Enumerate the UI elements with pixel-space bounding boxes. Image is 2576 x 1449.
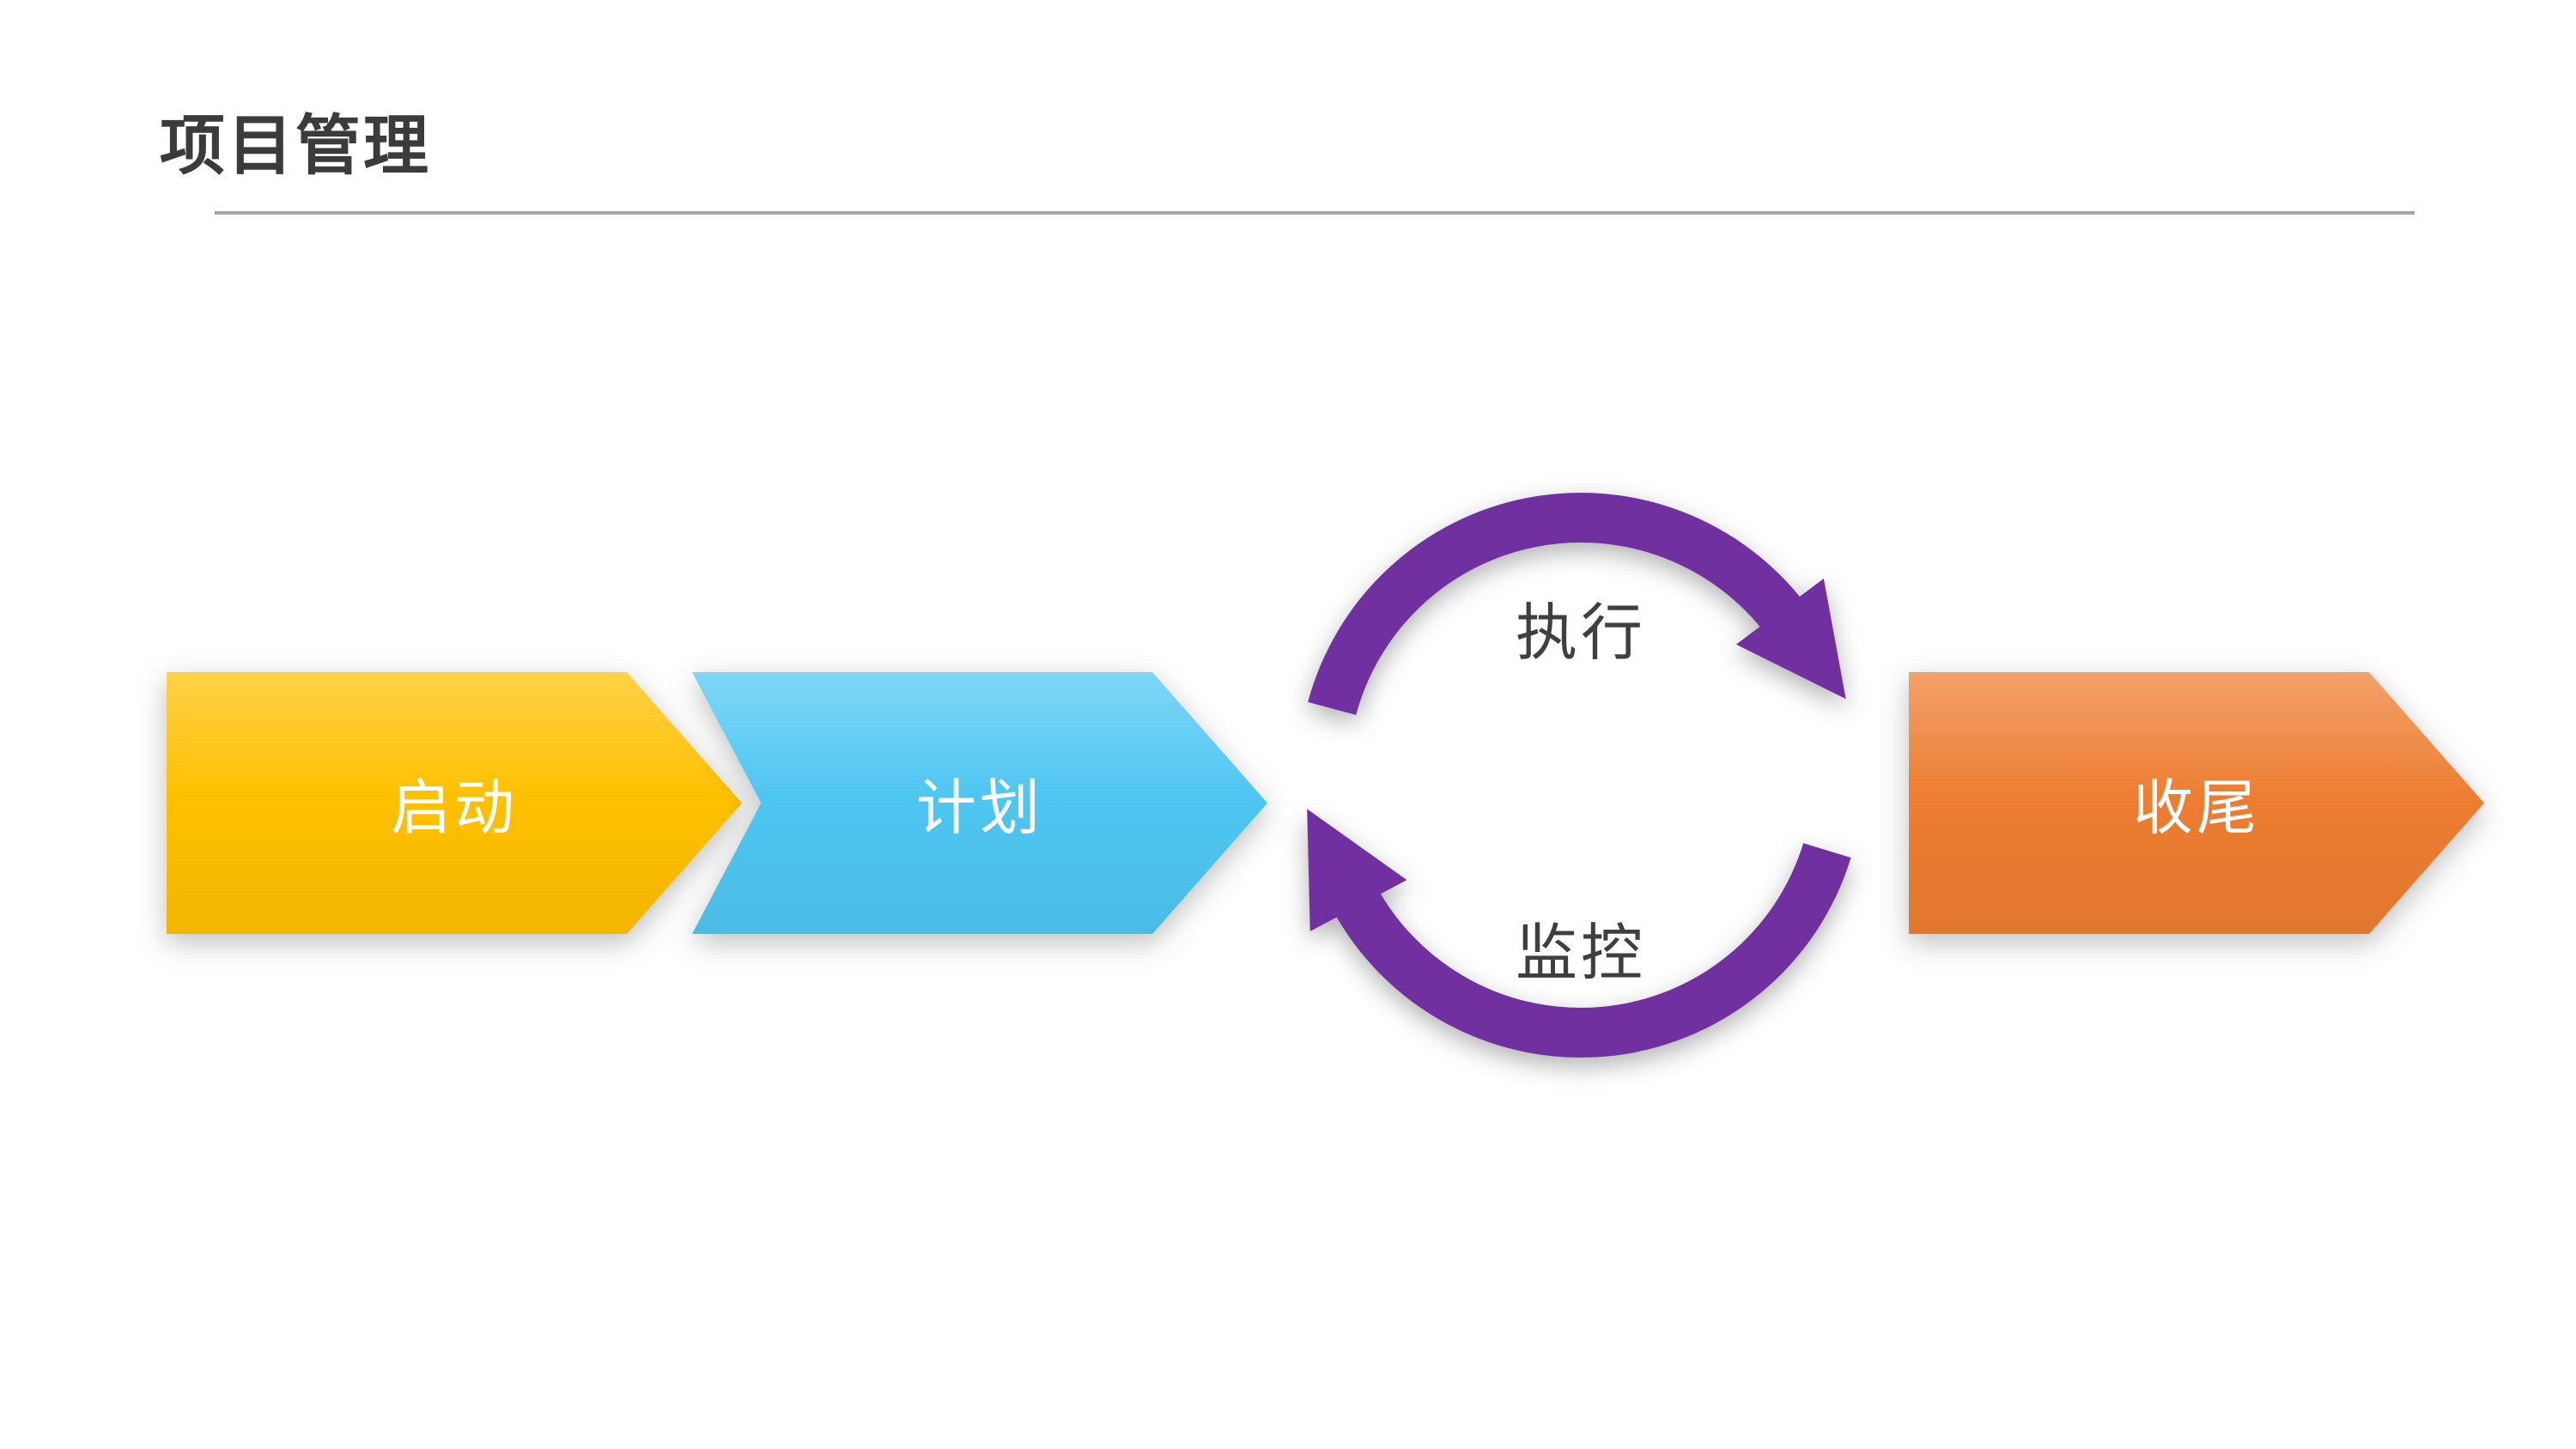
cycle-top-arrow [1308, 493, 1846, 715]
cycle-label-execute: 执行 [1515, 599, 1646, 668]
cycle-arrows-graphic [1307, 493, 1851, 1058]
chevron-step-plan: 计划 [692, 672, 1267, 934]
title-divider [215, 211, 2415, 215]
cycle-label-monitor: 监控 [1515, 919, 1646, 988]
step-label-initiate: 启动 [391, 774, 518, 841]
cycle-bottom-arrow [1307, 809, 1851, 1058]
chevron-shape-initiate: 启动 [167, 672, 742, 934]
step-label-plan: 计划 [916, 774, 1043, 841]
chevron-shape-plan: 计划 [692, 672, 1267, 934]
chevron-step-initiate: 启动 [167, 672, 742, 934]
chevron-shape-close: 收尾 [1909, 672, 2484, 934]
slide-title: 项目管理 [160, 110, 431, 183]
chevron-step-close: 收尾 [1909, 672, 2484, 934]
cycle-diagram: 执行 监控 [1255, 449, 1907, 1101]
step-label-close: 收尾 [2133, 774, 2260, 841]
